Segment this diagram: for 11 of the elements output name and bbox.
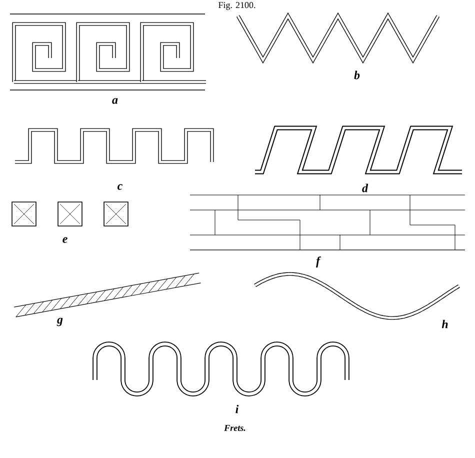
figure-title: Fig. 2100. [218,2,256,10]
caption: Frets. [224,424,246,431]
panel-letter: i [236,404,239,414]
panel-letter: g [56,318,63,326]
panel-letter: d [362,184,368,192]
panel-letter: b [354,70,360,80]
panel-letter: e [62,237,68,243]
panel-letter: h [442,320,448,328]
panel-letter: c [118,184,122,190]
panel-letter: f [316,256,321,268]
panel-letter: a [112,98,118,104]
